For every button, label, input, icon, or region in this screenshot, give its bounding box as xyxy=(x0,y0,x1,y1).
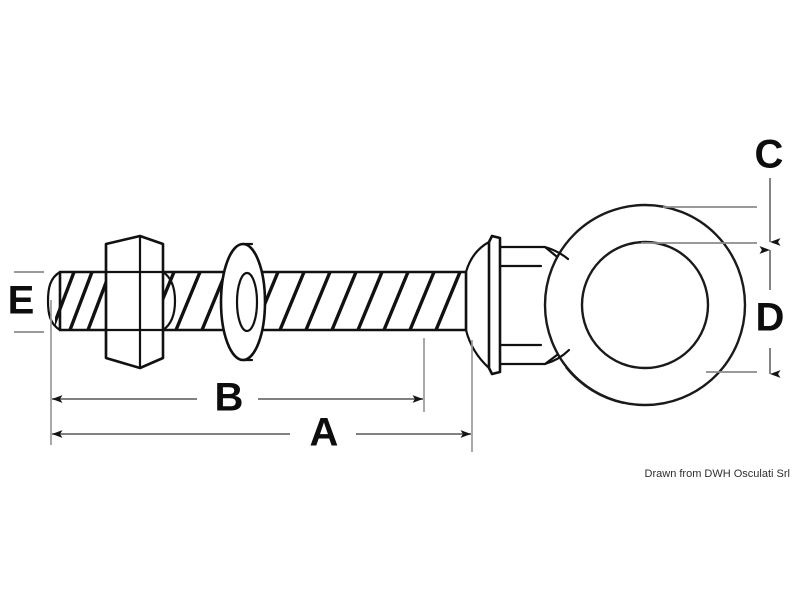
thread-line xyxy=(174,272,202,330)
flat-washer xyxy=(219,242,267,362)
thread-line xyxy=(304,272,332,330)
shank-tip-round xyxy=(46,270,62,332)
thread-line xyxy=(408,272,436,330)
dimension-A: A xyxy=(52,411,471,455)
thread-line xyxy=(278,272,306,330)
collar-fillet-bottom xyxy=(543,348,571,366)
collar-flange xyxy=(464,234,571,376)
washer-outer-ellipse xyxy=(219,242,267,362)
eye-ring-inner-circle xyxy=(580,240,710,370)
hex-nut-body xyxy=(104,234,165,370)
eye-ring xyxy=(543,203,747,407)
collar-taper-left xyxy=(464,240,491,370)
dimension-E-label: E xyxy=(8,279,35,323)
hex-nut xyxy=(104,234,177,370)
thread-line xyxy=(330,272,358,330)
hex-nut-right-round xyxy=(161,270,177,332)
eye-ring-weld-seam xyxy=(565,366,625,405)
attribution-text: Drawn from DWH Osculati Srl xyxy=(645,468,790,480)
collar-fillet-top xyxy=(543,245,570,261)
thread-line xyxy=(68,272,94,330)
dimension-B-label: B xyxy=(215,376,244,420)
dimension-D: D xyxy=(706,246,785,378)
thread-line xyxy=(356,272,384,330)
thread-line xyxy=(382,272,410,330)
thread-line xyxy=(55,272,76,330)
eye-ring-outer-circle xyxy=(543,203,747,407)
thread-line xyxy=(434,272,462,330)
washer-bore-ellipse xyxy=(235,271,259,333)
extension-lines xyxy=(50,300,473,452)
dimension-C: C xyxy=(641,133,784,246)
dimension-D-label: D xyxy=(756,296,785,340)
dimension-C-label: C xyxy=(755,133,784,177)
dimension-E: E xyxy=(8,271,44,333)
dimension-A-label: A xyxy=(310,411,339,455)
collar-plate xyxy=(487,234,502,376)
dimension-B: B xyxy=(52,376,423,420)
